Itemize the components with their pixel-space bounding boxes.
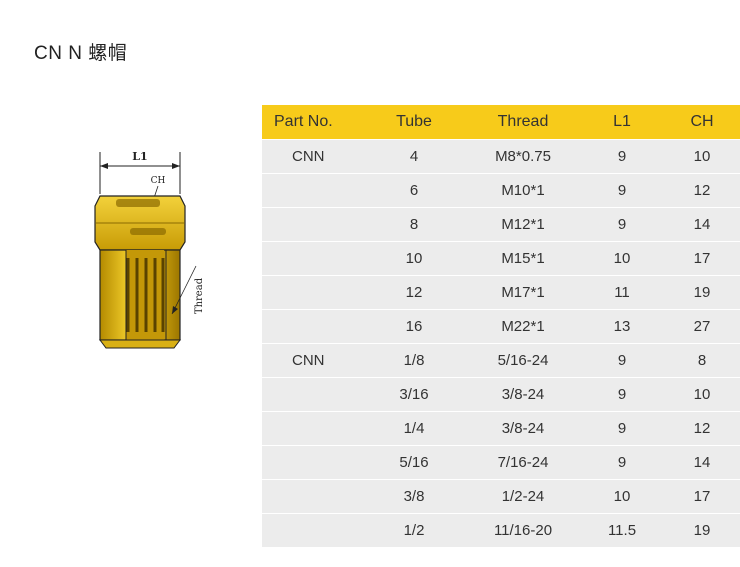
cell-ch: 12 xyxy=(652,412,740,445)
col-header-tube: Tube xyxy=(374,105,454,139)
col-header-ch: CH xyxy=(652,105,740,139)
col-header-l1: L1 xyxy=(592,105,652,139)
cell-ch: 17 xyxy=(652,480,740,513)
cell-tube: 5/16 xyxy=(374,446,454,479)
cell-part-no xyxy=(262,412,374,445)
cell-ch: 12 xyxy=(652,174,740,207)
nut-drawing: L1 CH Thread xyxy=(94,150,205,349)
cell-part-no xyxy=(262,242,374,275)
cell-thread: M10*1 xyxy=(454,174,592,207)
cell-part-no xyxy=(262,514,374,547)
cell-thread: M15*1 xyxy=(454,242,592,275)
ch-label: CH xyxy=(151,176,166,186)
cell-ch: 19 xyxy=(652,276,740,309)
cell-ch: 10 xyxy=(652,378,740,411)
cell-l1: 9 xyxy=(592,174,652,207)
cell-tube: 6 xyxy=(374,174,454,207)
thread-label: Thread xyxy=(194,277,205,314)
cell-part-no xyxy=(262,208,374,241)
cell-part-no xyxy=(262,276,374,309)
cell-ch: 27 xyxy=(652,310,740,343)
cell-ch: 10 xyxy=(652,140,740,173)
cell-thread: 5/16-24 xyxy=(454,344,592,377)
cell-tube: 1/4 xyxy=(374,412,454,445)
cell-tube: 8 xyxy=(374,208,454,241)
cell-l1: 11 xyxy=(592,276,652,309)
cell-tube: 1/2 xyxy=(374,514,454,547)
cell-part-no xyxy=(262,310,374,343)
col-header-part-no: Part No. xyxy=(262,105,374,139)
cell-thread: M8*0.75 xyxy=(454,140,592,173)
cell-l1: 11.5 xyxy=(592,514,652,547)
cell-part-no xyxy=(262,174,374,207)
cell-part-no: CNN xyxy=(262,344,374,377)
cell-thread: M17*1 xyxy=(454,276,592,309)
cell-tube: 3/8 xyxy=(374,480,454,513)
cell-l1: 10 xyxy=(592,242,652,275)
table-header-row: Part No. Tube Thread L1 CH xyxy=(262,105,740,139)
cell-part-no xyxy=(262,480,374,513)
cell-part-no xyxy=(262,446,374,479)
cell-l1: 9 xyxy=(592,412,652,445)
cell-thread: 3/8-24 xyxy=(454,412,592,445)
cell-tube: 3/16 xyxy=(374,378,454,411)
page-title: CN N 螺帽 xyxy=(34,43,128,64)
cell-thread: M12*1 xyxy=(454,208,592,241)
cell-ch: 14 xyxy=(652,446,740,479)
col-header-thread: Thread xyxy=(454,105,592,139)
cell-l1: 9 xyxy=(592,446,652,479)
cell-ch: 19 xyxy=(652,514,740,547)
cell-thread: 3/8-24 xyxy=(454,378,592,411)
cell-l1: 9 xyxy=(592,378,652,411)
cell-l1: 10 xyxy=(592,480,652,513)
cell-tube: 16 xyxy=(374,310,454,343)
cell-tube: 10 xyxy=(374,242,454,275)
cell-tube: 4 xyxy=(374,140,454,173)
cell-ch: 8 xyxy=(652,344,740,377)
cell-l1: 9 xyxy=(592,208,652,241)
cell-l1: 9 xyxy=(592,344,652,377)
cell-part-no: CNN xyxy=(262,140,374,173)
cell-l1: 9 xyxy=(592,140,652,173)
cell-thread: 1/2-24 xyxy=(454,480,592,513)
cell-l1: 13 xyxy=(592,310,652,343)
cell-thread: 11/16-20 xyxy=(454,514,592,547)
cell-tube: 12 xyxy=(374,276,454,309)
cell-part-no xyxy=(262,378,374,411)
cell-thread: 7/16-24 xyxy=(454,446,592,479)
cell-tube: 1/8 xyxy=(374,344,454,377)
l1-label: L1 xyxy=(132,150,147,163)
cell-thread: M22*1 xyxy=(454,310,592,343)
cell-ch: 14 xyxy=(652,208,740,241)
cell-ch: 17 xyxy=(652,242,740,275)
